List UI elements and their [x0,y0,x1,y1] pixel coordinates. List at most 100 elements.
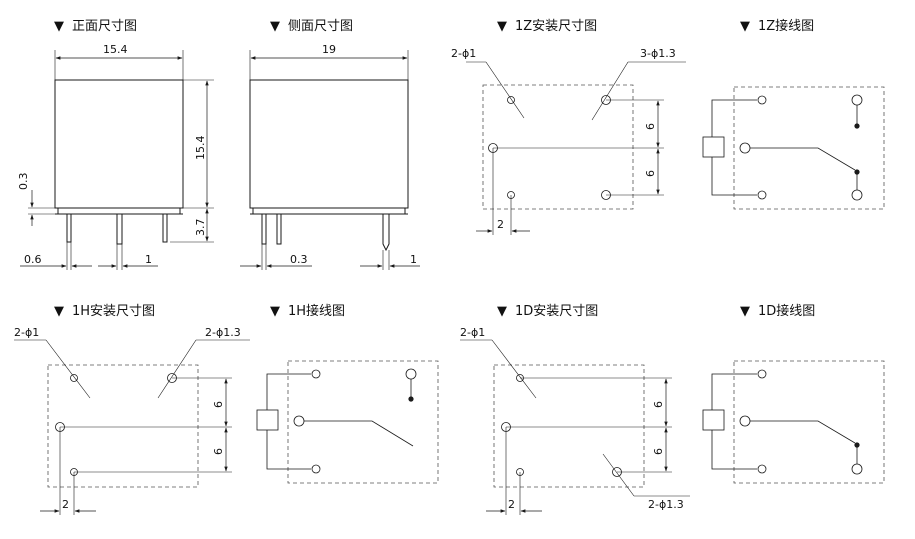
title-1h-install: ▼ 1H安装尺寸图 [54,304,155,319]
title-1d-install-label: 1D安装尺寸图 [515,304,598,319]
front-view-pin-label: 1 [145,253,152,266]
contact-arm [750,420,856,444]
terminal-coil [311,464,321,474]
1d-wiring-diagram [702,360,885,484]
front-view-height-label: 15.4 [194,136,207,161]
side-view-width-label: 19 [322,43,336,56]
1z-small-holes-label: 2-ϕ1 [451,47,476,60]
coil-symbol [256,409,279,431]
title-marker: ▼ [54,304,64,319]
1h-pitch-h-label: 2 [62,498,69,511]
contact-point [854,442,860,448]
1d-install-diagram [460,339,690,515]
1h-wiring-diagram [256,360,439,484]
front-view-body [54,79,184,209]
footprint-outline [287,360,439,484]
1z-pitch-v-label: 6 [644,170,657,177]
title-1z-install: ▼ 1Z安装尺寸图 [497,19,597,34]
title-1d-install: ▼ 1D安装尺寸图 [497,304,598,319]
terminal-nc [851,94,863,106]
terminal-coil [311,369,321,379]
title-1d-wiring-label: 1D接线图 [758,303,815,319]
side-view-pin [382,214,390,252]
footprint-outline [493,364,645,488]
side-view-pin [276,213,282,245]
front-view-pin [162,213,168,243]
title-front-view-label: 正面尺寸图 [72,19,137,34]
contact-point [854,123,860,129]
title-marker: ▼ [740,19,750,34]
terminal-coil [757,95,767,105]
terminal-no [851,189,863,201]
title-1z-wiring-label: 1Z接线图 [758,18,814,34]
footprint-outline [47,364,199,488]
contact-point [408,396,414,402]
title-side-view: ▼ 侧面尺寸图 [270,19,353,34]
terminal-no [405,368,417,380]
1d-pitch-v-label: 6 [652,448,665,455]
1h-small-holes-label: 2-ϕ1 [14,326,39,339]
title-marker: ▼ [740,304,750,319]
title-1h-wiring-label: 1H接线图 [288,303,345,319]
terminal-coil [757,464,767,474]
1d-large-holes-label: 2-ϕ1.3 [648,498,684,511]
footprint-outline [733,360,885,484]
pcb-hole-small [507,96,515,104]
title-1d-wiring: ▼ 1D接线图 [740,303,815,319]
1d-pitch-v-label: 6 [652,401,665,408]
front-view-pin-length-label: 3.7 [194,219,207,237]
title-marker: ▼ [54,19,64,34]
front-view-pin [66,213,72,243]
1h-pitch-v-label: 6 [212,401,225,408]
front-view-width-label: 15.4 [103,43,128,56]
side-view-pin-thickness-label: 0.3 [290,253,308,266]
1z-wiring-diagram [702,86,885,210]
coil-symbol [702,409,725,431]
leader-line [491,339,537,399]
terminal-no [851,463,863,475]
contact-arm [750,147,856,171]
terminal-common [739,142,751,154]
1z-pitch-h-label: 2 [497,218,504,231]
title-1h-wiring: ▼ 1H接线图 [270,303,345,319]
1d-pitch-h-label: 2 [508,498,515,511]
leader-line [45,339,91,399]
footprint-outline [733,86,885,210]
side-view-pin [261,213,267,245]
front-view-standoff-label: 0.3 [17,173,30,191]
title-1z-install-label: 1Z安装尺寸图 [515,19,597,34]
1d-small-holes-label: 2-ϕ1 [460,326,485,339]
1z-large-holes-label: 3-ϕ1.3 [640,47,676,60]
contact-point [854,169,860,175]
title-side-view-label: 侧面尺寸图 [288,19,353,34]
title-marker: ▼ [497,304,507,319]
1h-large-holes-label: 2-ϕ1.3 [205,326,241,339]
terminal-coil [757,190,767,200]
terminal-common [739,415,751,427]
title-marker: ▼ [497,19,507,34]
1h-install-diagram [14,339,250,515]
front-view [20,50,214,270]
1h-pitch-v-label: 6 [212,448,225,455]
footprint-outline [482,84,634,210]
coil-symbol [702,136,725,158]
leader-line [485,61,525,119]
title-front-view: ▼ 正面尺寸图 [54,19,137,34]
title-marker: ▼ [270,19,280,34]
side-view-body [249,79,409,209]
contact-arm [304,420,414,447]
front-view-pin [116,213,123,245]
pcb-hole-small [70,374,78,382]
title-1h-install-label: 1H安装尺寸图 [72,304,155,319]
title-marker: ▼ [270,304,280,319]
terminal-common [293,415,305,427]
1z-pitch-v-label: 6 [644,123,657,130]
leader-line [591,61,629,121]
1z-install-diagram [466,61,686,235]
title-1z-wiring: ▼ 1Z接线图 [740,18,814,34]
leader-line [157,339,197,399]
terminal-coil [757,369,767,379]
side-view [240,50,420,270]
leader-line [602,453,635,497]
